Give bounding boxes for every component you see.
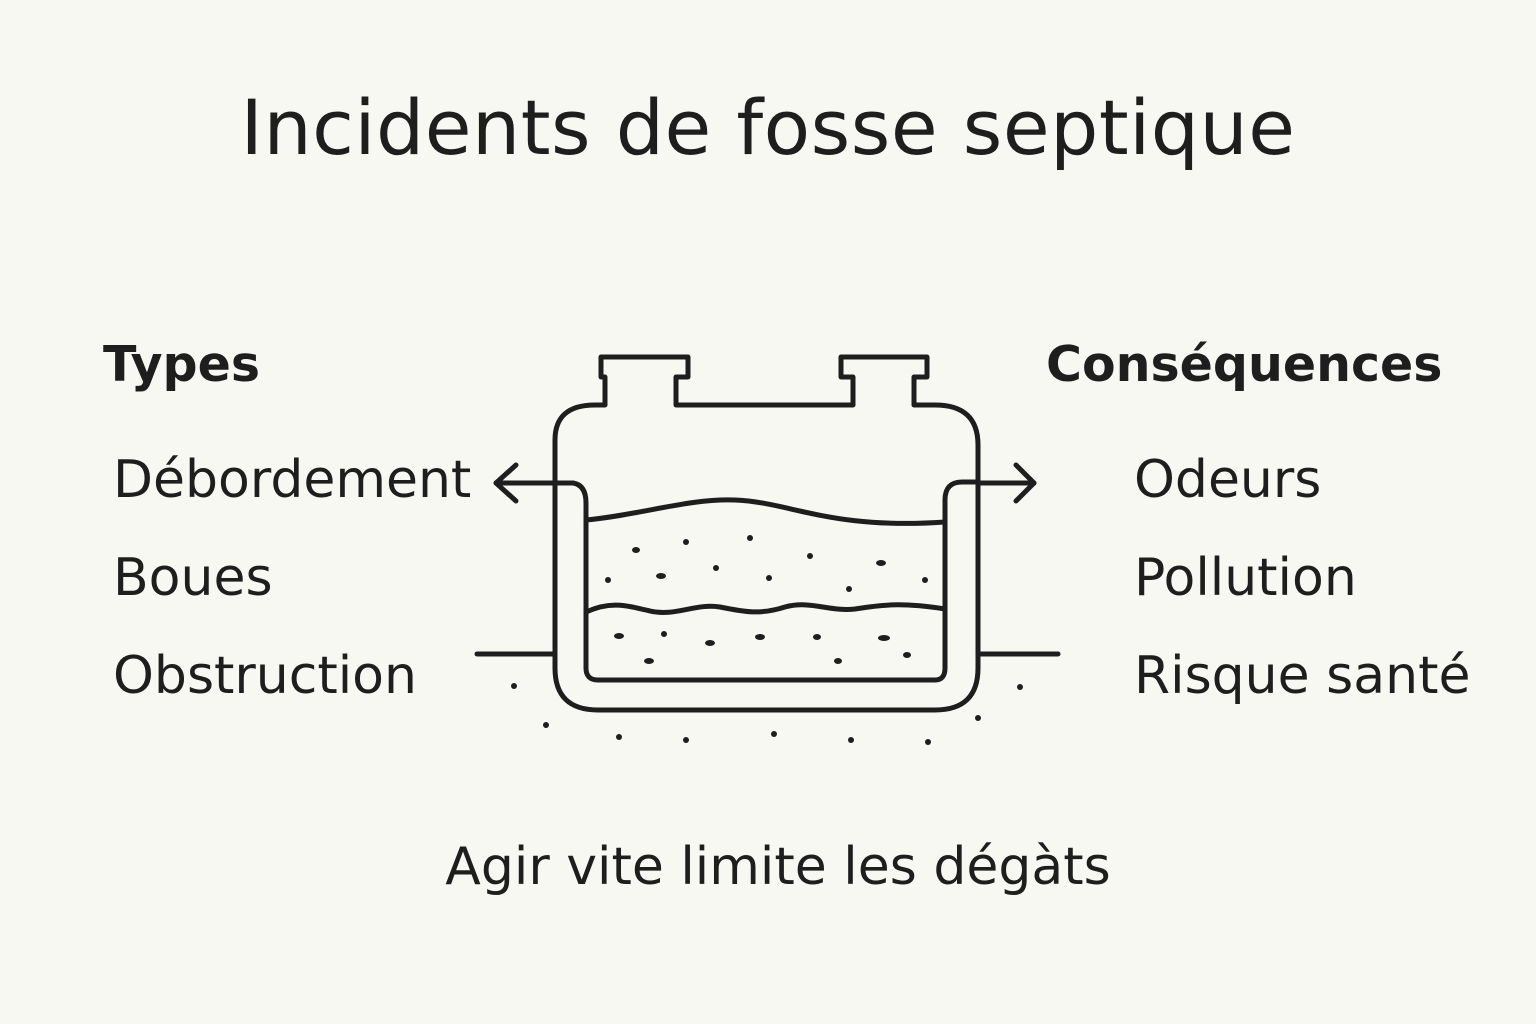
tank-outer-shell xyxy=(552,354,981,713)
type-item-obstruction: Obstruction xyxy=(113,646,417,706)
left-outflow-arrow-icon xyxy=(493,462,576,504)
liquid-surface-line xyxy=(583,497,948,526)
consequences-list: Odeurs Pollution Risque santé xyxy=(1134,445,1470,739)
diagram-title: Incidents de fosse septique xyxy=(240,83,1296,172)
scum-particles xyxy=(605,535,928,592)
type-item-overflow: Débordement xyxy=(113,450,472,510)
type-item-sludge: Boues xyxy=(113,548,273,608)
consequence-item-pollution: Pollution xyxy=(1134,548,1357,608)
sludge-particles xyxy=(614,631,911,664)
soil-particles xyxy=(511,683,1023,745)
sludge-layer-line xyxy=(583,602,948,615)
tank-inner-wall xyxy=(570,479,981,683)
consequence-item-health-risk: Risque santé xyxy=(1134,646,1471,706)
consequence-item-odors: Odeurs xyxy=(1134,450,1322,510)
types-list: Débordement Boues Obstruction xyxy=(113,445,471,739)
consequences-heading: Conséquences xyxy=(1046,336,1443,393)
right-outflow-arrow-icon xyxy=(975,462,1037,504)
footer-message: Agir vite limite les dégàts xyxy=(445,837,1111,897)
types-heading: Types xyxy=(103,336,261,393)
